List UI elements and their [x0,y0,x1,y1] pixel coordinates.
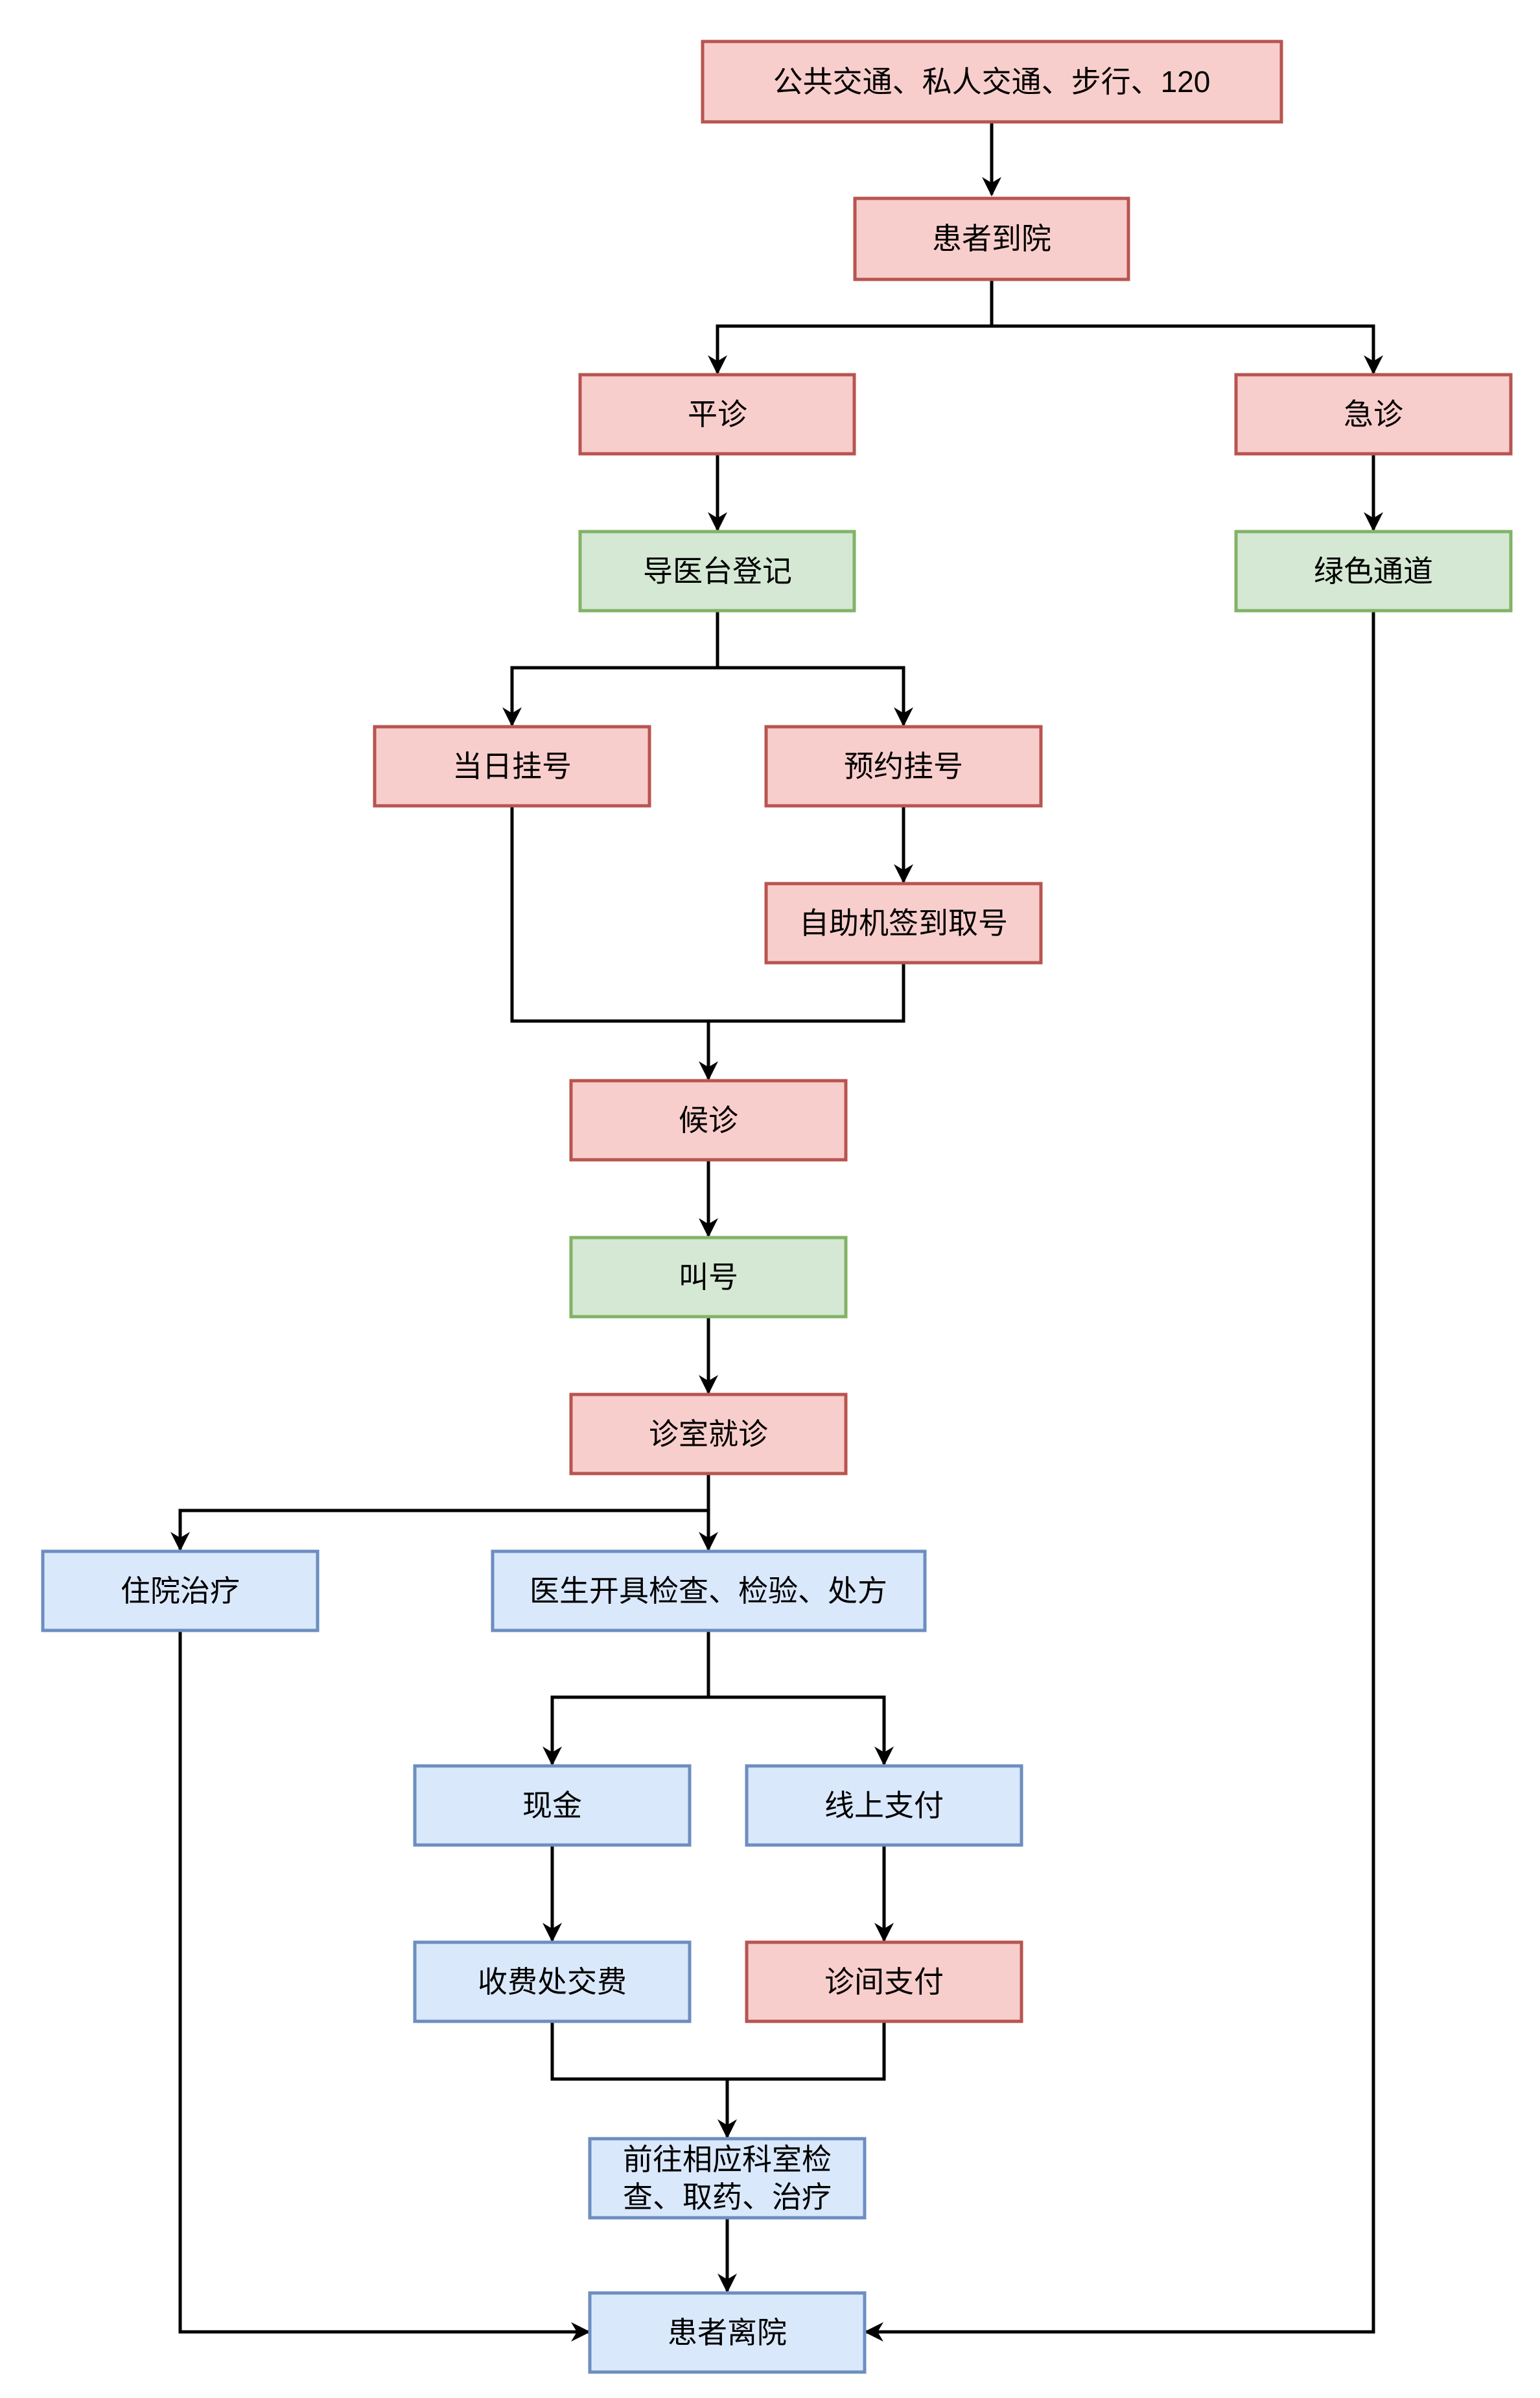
node-consult: 诊室就诊 [569,1393,848,1475]
edge-arrive-to-regular [708,279,994,375]
node-green-channel-label: 绿色通道 [1314,554,1433,588]
edge-guide-to-sameday [502,611,719,727]
node-room-pay-label: 诊间支付 [824,1965,944,1999]
node-waiting-label: 候诊 [679,1103,738,1137]
node-call-number-label: 叫号 [679,1260,738,1294]
node-emergency-label: 急诊 [1344,397,1403,431]
node-arrive: 患者到院 [853,196,1130,281]
node-same-day-label: 当日挂号 [452,749,572,783]
node-same-day: 当日挂号 [373,725,651,808]
edge-consult-to-hospitalize [170,1474,710,1551]
edge-cashier-to-dept [550,2021,737,2139]
node-appointment: 预约挂号 [764,725,1043,808]
node-emergency: 急诊 [1234,373,1513,456]
node-guide-desk: 导医台登记 [578,530,856,613]
edge-prescribe-to-online [708,1695,894,1766]
node-arrive-label: 患者到院 [932,222,1051,255]
node-guide-desk-label: 导医台登记 [643,554,792,588]
edge-roompay-to-dept [727,2021,886,2081]
node-hospitalize-label: 住院治疗 [121,1574,240,1608]
node-consult-label: 诊室就诊 [649,1417,768,1451]
edge-arrive-to-emergency [992,324,1383,375]
node-kiosk: 自助机签到取号 [764,882,1043,965]
node-cash-label: 现金 [522,1789,582,1822]
node-hospitalize: 住院治疗 [41,1549,320,1632]
edge-hospitalize-to-leave [178,1630,590,2342]
node-leave-label: 患者离院 [668,2316,787,2349]
node-transport-label: 公共交通、私人交通、步行、120 [773,65,1211,99]
edge-sameday-to-waiting [510,806,718,1081]
node-waiting: 候诊 [569,1079,848,1162]
node-department: 前往相应科室检 查、取药、治疗 [588,2137,867,2220]
edge-guide-to-appointment [718,666,913,727]
node-regular-label: 平诊 [688,397,747,431]
node-appointment-label: 预约挂号 [844,749,963,783]
node-prescribe-label: 医生开具检查、检验、处方 [530,1574,887,1608]
node-cashier: 收费处交费 [413,1940,692,2023]
connectors [170,122,1383,2342]
node-cash: 现金 [413,1764,692,1847]
node-transport: 公共交通、私人交通、步行、120 [701,40,1283,124]
node-green-channel: 绿色通道 [1234,530,1513,613]
node-kiosk-label: 自助机签到取号 [799,906,1008,940]
node-call-number: 叫号 [569,1236,848,1319]
node-online-pay: 线上支付 [745,1764,1023,1847]
node-department-label-line2: 查、取药、治疗 [623,2180,832,2214]
node-room-pay: 诊间支付 [745,1940,1023,2023]
node-prescribe: 医生开具检查、检验、处方 [491,1549,927,1632]
edge-green-to-leave [864,611,1375,2342]
node-online-pay-label: 线上支付 [824,1789,944,1822]
edge-prescribe-to-cash [542,1630,710,1766]
node-regular: 平诊 [578,373,856,456]
node-cashier-label: 收费处交费 [478,1965,627,1999]
edge-kiosk-to-waiting [708,963,905,1023]
node-department-label-line1: 前往相应科室检 [623,2143,832,2176]
node-leave: 患者离院 [588,2291,867,2374]
